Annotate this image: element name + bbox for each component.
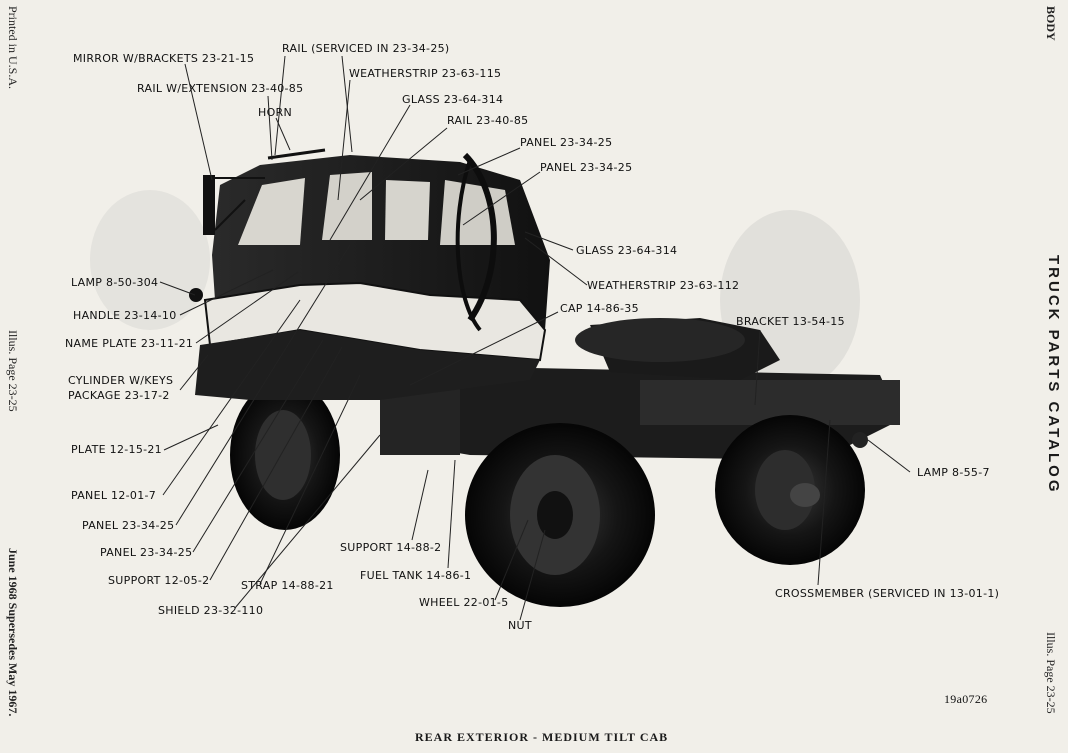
- callout-cylinder-line2: PACKAGE 23-17-2: [68, 389, 170, 402]
- callout-glass-side: GLASS 23-64-314: [576, 244, 678, 257]
- right-illus-page: Illus. Page 23-25: [1044, 632, 1058, 714]
- callout-name-plate: NAME PLATE 23-11-21: [65, 337, 194, 350]
- leader-lines: [159, 55, 911, 621]
- callout-cylinder-line1: CYLINDER W/KEYS: [68, 374, 174, 387]
- callout-horn: HORN: [258, 106, 293, 119]
- cab: [189, 148, 550, 400]
- callout-fuel-tank: FUEL TANK 14-86-1: [360, 569, 472, 582]
- callout-cap: CAP 14-86-35: [560, 302, 639, 315]
- callout-rail-extension: RAIL W/EXTENSION 23-40-85: [137, 82, 304, 95]
- callout-panel-c: PANEL 23-34-25: [82, 519, 175, 532]
- callout-lamp-855: LAMP 8-55-7: [917, 466, 990, 479]
- rear-wheels: [465, 415, 865, 607]
- callout-rail-serviced: RAIL (SERVICED IN 23-34-25): [282, 42, 450, 55]
- left-illus-page: Illus. Page 23-25: [6, 330, 20, 412]
- callout-bracket: BRACKET 13-54-15: [736, 315, 845, 328]
- bleedthrough-text: [372, 6, 376, 19]
- callout-mirror: MIRROR W/BRACKETS 23-21-15: [73, 52, 255, 65]
- callout-nut: NUT: [508, 619, 532, 632]
- callout-lamp-850: LAMP 8-50-304: [71, 276, 159, 289]
- callout-panel-1201: PANEL 12-01-7: [71, 489, 157, 502]
- callout-strap: STRAP 14-88-21: [241, 579, 334, 592]
- callout-handle: HANDLE 23-14-10: [73, 309, 177, 322]
- callout-shield: SHIELD 23-32-110: [158, 604, 264, 617]
- callout-weatherstrip-115: WEATHERSTRIP 23-63-115: [349, 67, 502, 80]
- callout-support-1205: SUPPORT 12-05-2: [108, 574, 210, 587]
- front-wheel: [230, 380, 340, 530]
- callout-panel-b: PANEL 23-34-25: [540, 161, 633, 174]
- callout-panel-a: PANEL 23-34-25: [520, 136, 613, 149]
- callout-wheel: WHEEL 22-01-5: [419, 596, 509, 609]
- figure-ref-code: 19a0726: [944, 692, 988, 706]
- printed-in-usa: Printed in U.S.A.: [6, 6, 20, 90]
- section-body: BODY: [1044, 6, 1058, 41]
- callout-plate: PLATE 12-15-21: [71, 443, 162, 456]
- callout-crossmember: CROSSMEMBER (SERVICED IN 13-01-1): [775, 587, 1000, 600]
- callout-panel-d: PANEL 23-34-25: [100, 546, 193, 559]
- callout-support-1488: SUPPORT 14-88-2: [340, 541, 442, 554]
- callout-glass-top: GLASS 23-64-314: [402, 93, 504, 106]
- callout-weatherstrip-112: WEATHERSTRIP 23-63-112: [587, 279, 740, 292]
- catalog-title: TRUCK PARTS CATALOG: [1045, 255, 1062, 495]
- callout-rail-2340: RAIL 23-40-85: [447, 114, 529, 127]
- figure-caption: REAR EXTERIOR - MEDIUM TILT CAB: [415, 730, 669, 744]
- revision-date: June 1968 Supersedes May 1967.: [6, 548, 20, 717]
